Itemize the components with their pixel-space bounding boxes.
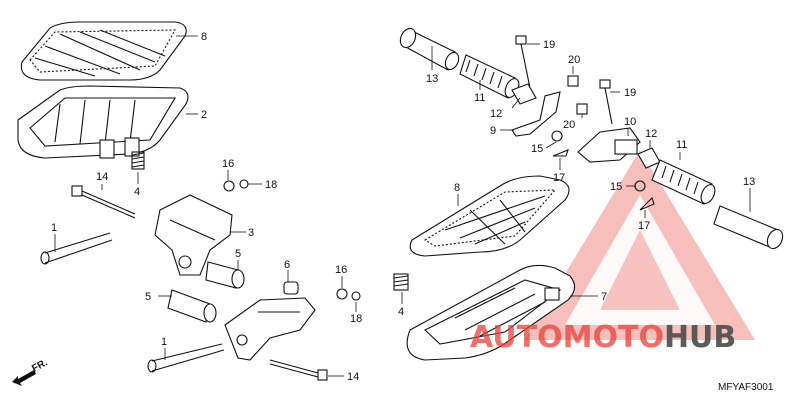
callout-4-left: 4 [134,186,140,198]
callout-1-upper: 1 [51,222,57,234]
front-direction-marker: FR. [12,357,50,386]
diagram-code: MFYAF3001 [718,382,774,393]
left-rubber-upper [205,261,245,289]
callout-labels: 8 2 16 18 14 4 3 1 5 5 6 16 18 1 14 13 1… [51,31,755,383]
left-bolt-lower [269,359,328,381]
watermark-logo [525,150,755,340]
callout-1-lower: 1 [161,336,167,348]
callout-19-lower: 19 [624,87,636,99]
right-peg-rubber-upper [459,54,520,99]
callout-14-lower: 14 [347,371,359,383]
callout-18-upper: 18 [265,179,277,191]
front-arrow-icon [12,370,36,386]
right-screw-lower [576,103,588,115]
callout-15-lower: 15 [610,181,622,193]
right-peg-bracket-lower [577,127,641,163]
right-peg-rubber-lower [651,159,716,205]
callout-17-upper: 17 [553,172,565,184]
right-pin-lower [639,196,655,211]
callout-20-upper: 20 [568,54,580,66]
left-leader-lines [54,35,357,377]
watermark-word-auto: AUTO [470,320,563,355]
left-lower-bracket [224,297,316,361]
callout-5-lower: 5 [145,291,151,303]
left-pin-lower [147,343,225,373]
left-washer-clip-lower [336,288,361,301]
left-rubber-lower [167,289,217,323]
callout-12-lower: 12 [645,128,657,140]
callout-18-lower: 18 [350,313,362,325]
right-grip-upper [399,27,460,71]
right-washer-upper [551,130,563,142]
right-screw-upper [567,75,579,87]
left-step-bracket [154,194,233,276]
left-bolt-upper [71,185,136,219]
right-pin-upper [552,149,569,157]
left-pin-upper [40,232,113,265]
left-spring [131,151,145,170]
callout-19-upper: 19 [543,39,555,51]
callout-11-lower: 11 [676,139,687,151]
callout-2-left: 2 [201,109,207,121]
left-floorboard-mat [20,21,187,81]
right-peg-bracket-upper [511,91,561,137]
watermark-text: AUTOMOTOHUB [470,320,736,355]
callout-17-lower: 17 [638,220,650,232]
right-bolt-upper [515,35,531,89]
watermark-word-hub: HUB [664,320,736,355]
right-floorboard-mat [409,175,570,257]
right-floorboard-base [406,264,576,361]
callout-12-upper: 12 [490,108,502,120]
front-label: FR. [30,357,50,374]
callout-4-right: 4 [398,306,404,318]
callout-13-upper: 13 [426,73,438,85]
right-peg-holder-upper [511,83,537,105]
callout-3: 3 [248,227,254,239]
callout-16-upper: 16 [222,158,234,170]
callout-9: 9 [490,125,496,137]
callout-8-right: 8 [454,182,460,194]
svg-text:AUTOMOTOHUB: AUTOMOTOHUB [470,320,736,355]
right-spring [393,273,409,291]
callout-6: 6 [284,259,290,271]
watermark-word-moto: MOTO [563,320,664,355]
right-leader-lines [401,43,751,304]
right-grip-lower [713,205,784,250]
callout-5-upper: 5 [235,248,241,260]
left-washer-clip-upper [223,179,249,192]
left-collar [283,281,299,295]
callout-10: 10 [624,116,636,128]
callout-20-lower: 20 [563,119,575,131]
callout-7: 7 [601,291,607,303]
callout-8-left: 8 [201,31,207,43]
callout-15-upper: 15 [531,143,543,155]
right-bolt-lower [599,79,613,125]
callout-14-upper: 14 [96,171,108,183]
callout-11-upper: 11 [474,92,485,104]
callout-13-lower: 13 [743,176,755,188]
left-floorboard-base [17,85,189,159]
callout-16-lower: 16 [335,264,347,276]
